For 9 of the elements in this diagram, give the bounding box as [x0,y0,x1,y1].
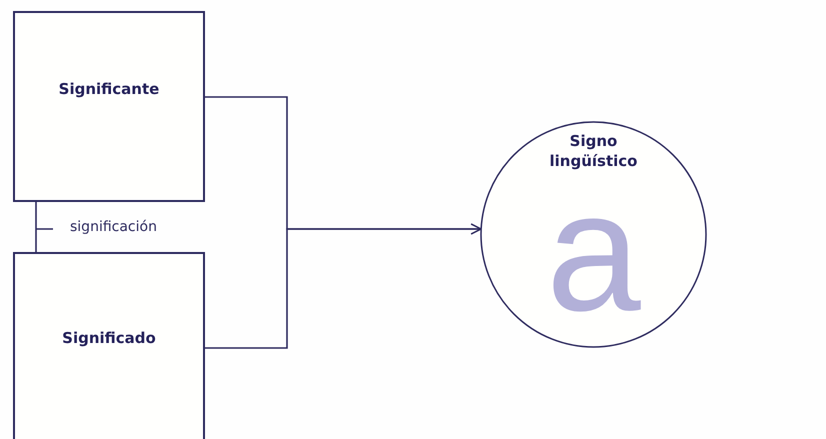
edge-label: significación [68,219,159,235]
circle-title: Signo lingüístico [548,131,638,171]
connector-line [205,223,482,349]
box-title: Significante [58,80,160,98]
sign-circle [480,121,707,348]
concept-box [13,252,205,439]
box-title: Significado [62,329,156,347]
connector-line [35,202,37,252]
concept-box [13,11,205,202]
